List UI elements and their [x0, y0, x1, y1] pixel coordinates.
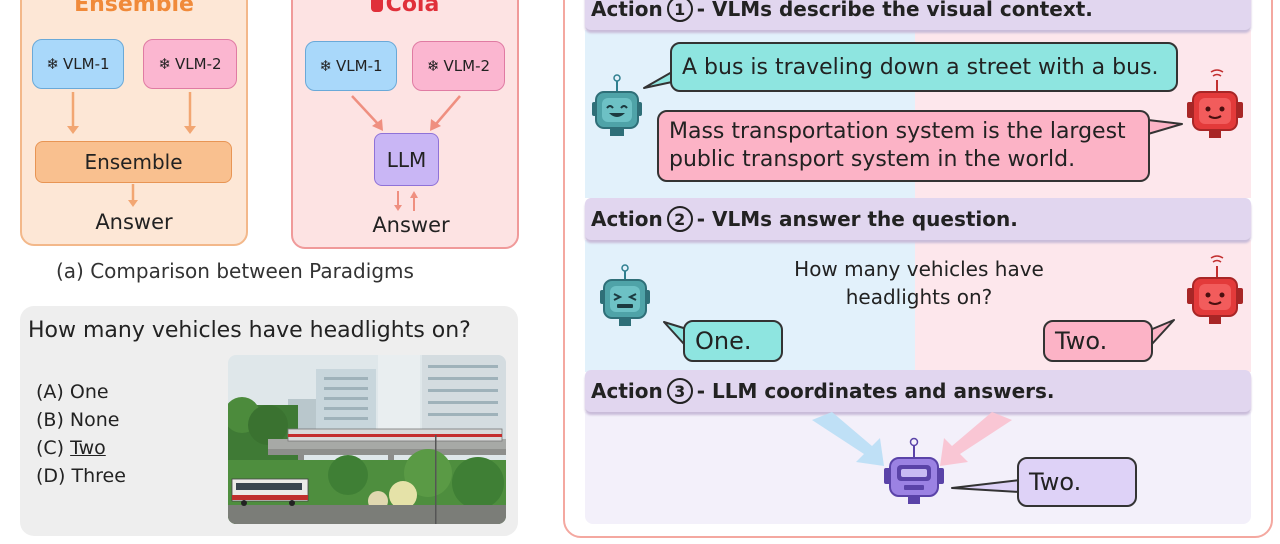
snowflake-icon: ❄ [158, 55, 172, 73]
snowflake-icon: ❄ [426, 57, 440, 75]
vlm1-answer-bubble: One. [683, 320, 783, 362]
ensemble-vlm2-label: VLM-2 [175, 55, 222, 73]
red-robot-icon [1187, 255, 1243, 324]
cola-title: Cola [291, 0, 519, 17]
ensemble-vlm1-label: VLM-1 [63, 55, 110, 73]
step-number-1: 1 [666, 0, 693, 22]
cola-vlm2-box: ❄ VLM-2 [412, 41, 505, 91]
figure-caption-a: (a) Comparison between Paradigms [56, 259, 414, 283]
ensemble-vlm2-box: ❄ VLM-2 [143, 39, 237, 89]
llm-answer-bubble: Two. [1017, 457, 1137, 507]
ensemble-vlm1-box: ❄ VLM-1 [32, 39, 124, 89]
vlm1-description-bubble: A bus is traveling down a street with a … [670, 42, 1178, 92]
ensemble-answer: Answer [95, 210, 173, 234]
ensemble-arrows [67, 92, 196, 207]
cola-llm-box: LLM [374, 133, 439, 186]
vlm2-description-bubble: Mass transportation system is the larges… [657, 110, 1150, 182]
cola-vlm2-label: VLM-2 [443, 57, 491, 75]
snowflake-icon: ❄ [319, 57, 333, 75]
teal-robot-icon [592, 74, 642, 136]
bus-train-photo [228, 355, 506, 524]
step-number-3: 3 [666, 378, 693, 404]
cola-vlm1-box: ❄ VLM-1 [305, 41, 397, 91]
option-b: (B) None [36, 409, 120, 431]
option-c: (C) Two [36, 437, 106, 459]
vlm2-answer-bubble: Two. [1043, 320, 1153, 362]
options-list: (A) One (B) None (C) Two (D) Three [36, 378, 126, 490]
cola-title-text: Cola [385, 0, 440, 17]
cola-answer: Answer [372, 213, 450, 237]
step2-question: How many vehicles have headlights on? [794, 257, 1044, 309]
question-text: How many vehicles have headlights on? [28, 318, 471, 343]
option-a: (A) One [36, 381, 109, 403]
ensemble-title: Ensemble [74, 0, 194, 17]
cola-vlm1-label: VLM-1 [336, 57, 383, 75]
option-d: (D) Three [36, 465, 126, 487]
cola-arrows [351, 95, 461, 211]
cola-cup-icon [370, 0, 383, 12]
ensemble-combiner-box: Ensemble [35, 141, 232, 183]
teal-robot-icon [600, 264, 650, 326]
step-number-2: 2 [666, 206, 693, 232]
red-robot-icon [1187, 69, 1243, 138]
snowflake-icon: ❄ [46, 55, 60, 73]
purple-robot-icon [884, 437, 944, 504]
